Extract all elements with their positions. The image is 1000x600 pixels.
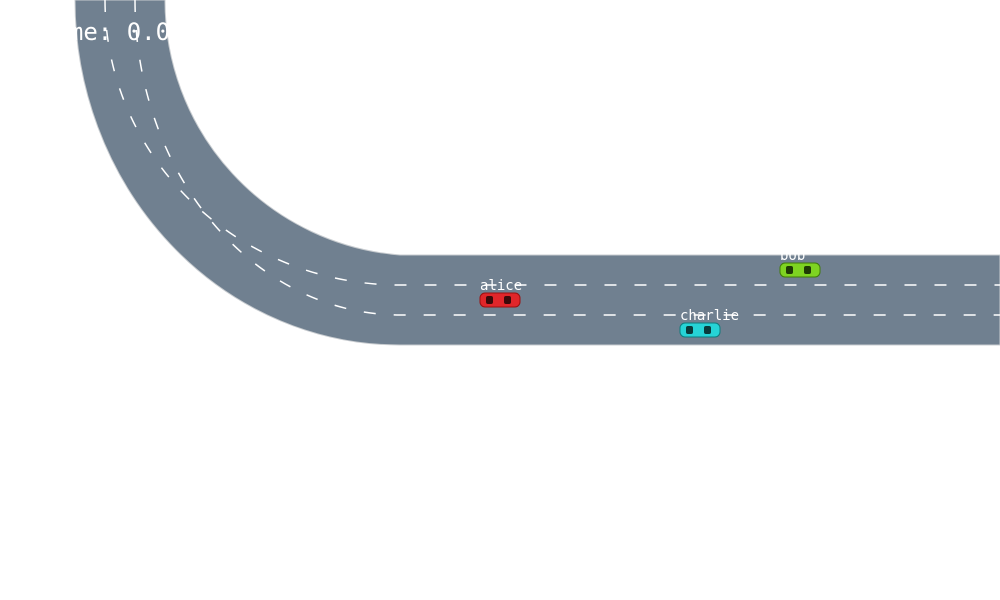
car-charlie[interactable]: [679, 322, 721, 338]
car-label-alice: alice: [480, 278, 522, 294]
time-display: Time: 0.0: [40, 18, 170, 46]
car-alice[interactable]: [479, 292, 521, 308]
lane-marking-upper: [104, 0, 1000, 286]
car-label-charlie: charlie: [680, 308, 739, 324]
car-bob[interactable]: [779, 262, 821, 278]
lane-marking-lower: [134, 0, 1000, 316]
car-label-bob: bob: [780, 248, 805, 264]
road-surface: [74, 0, 1000, 346]
